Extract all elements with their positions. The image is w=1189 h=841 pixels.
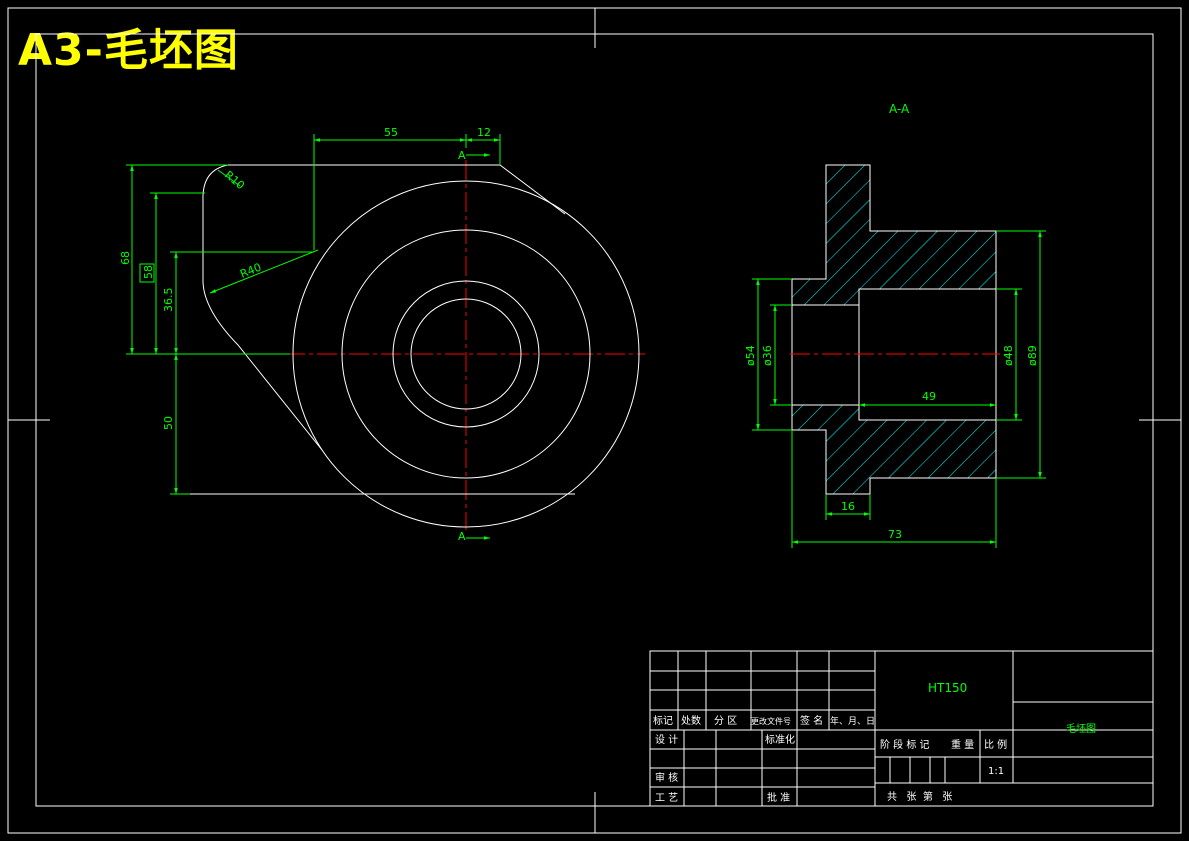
front-view: 55 12 68 58 36.5 50 R40 R10 A A bbox=[119, 126, 645, 543]
dim-68: 68 bbox=[119, 251, 132, 265]
section-marker-bottom: A bbox=[458, 530, 466, 543]
dim-r10: R10 bbox=[222, 168, 247, 192]
tb-header-zone: 分 区 bbox=[714, 715, 737, 727]
tb-scale-value: 1:1 bbox=[988, 766, 1004, 777]
material-label: HT150 bbox=[928, 681, 967, 695]
tb-stage-mark: 阶 段 标 记 bbox=[880, 738, 930, 751]
section-hatch-bottom bbox=[791, 404, 997, 495]
tb-header-count: 处数 bbox=[681, 714, 701, 727]
dim-16: 16 bbox=[841, 500, 855, 513]
front-outline bbox=[176, 164, 640, 528]
section-dimensions bbox=[752, 230, 1046, 548]
tb-process: 工 艺 bbox=[655, 792, 678, 804]
dim-r40: R40 bbox=[238, 261, 263, 281]
dim-49: 49 bbox=[922, 390, 936, 403]
tb-header-sign: 签 名 bbox=[800, 714, 823, 727]
dim-55: 55 bbox=[384, 126, 398, 139]
tb-header-date: 年、月、日 bbox=[830, 715, 875, 727]
dim-50: 50 bbox=[162, 416, 175, 430]
title-block-text: HT150 毛坯图 标记 处数 分 区 更改文件号 签 名 年、月、日 设 计 … bbox=[653, 681, 1096, 804]
tb-review: 审 核 bbox=[655, 771, 678, 784]
dim-d48: ø48 bbox=[1002, 345, 1015, 366]
section-marker-top: A bbox=[458, 149, 466, 162]
tb-header-change: 更改文件号 bbox=[751, 716, 791, 726]
dim-73: 73 bbox=[888, 528, 902, 541]
front-dim-labels: 55 12 68 58 36.5 50 R40 R10 A A bbox=[119, 126, 491, 543]
dim-d54: ø54 bbox=[744, 345, 757, 366]
sheet-frame bbox=[7, 7, 1182, 834]
front-dimensions bbox=[126, 134, 501, 540]
part-name: 毛坯图 bbox=[1066, 723, 1096, 735]
dim-36-5: 36.5 bbox=[162, 288, 175, 313]
tb-scale-label: 比 例 bbox=[984, 738, 1007, 751]
tb-standardization: 标准化 bbox=[765, 733, 795, 746]
tb-approve: 批 准 bbox=[767, 791, 790, 804]
front-centerlines bbox=[285, 160, 645, 530]
dim-58: 58 bbox=[142, 265, 155, 279]
section-view: A-A bbox=[744, 102, 1046, 548]
tb-design: 设 计 bbox=[655, 733, 678, 746]
tb-header-mark: 标记 bbox=[653, 715, 673, 727]
section-hatch-top bbox=[791, 164, 997, 306]
tb-weight: 重 量 bbox=[951, 738, 974, 751]
title-block bbox=[649, 650, 1154, 807]
section-dim-labels: ø54 ø36 ø48 ø89 49 16 73 bbox=[744, 345, 1039, 541]
dim-12: 12 bbox=[477, 126, 491, 139]
section-label: A-A bbox=[889, 102, 910, 116]
tb-sheets: 共 张 第 张 bbox=[887, 790, 952, 803]
dim-d89: ø89 bbox=[1026, 345, 1039, 366]
dim-d36: ø36 bbox=[761, 345, 774, 366]
